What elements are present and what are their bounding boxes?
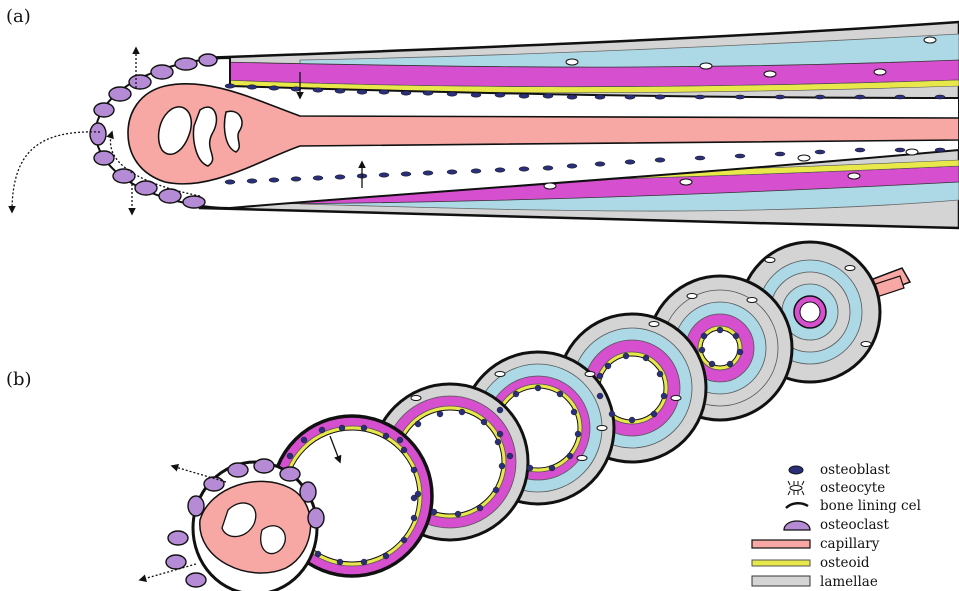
legend-item-osteoclast: osteoclast xyxy=(784,517,889,533)
cutting-cone-longitudinal xyxy=(12,22,959,228)
legend: osteoblast osteocyte bone lining cel ost… xyxy=(752,462,921,590)
osteocyte-icon xyxy=(788,481,804,495)
lamellae-swatch xyxy=(752,576,810,586)
legend-item-osteocyte: osteocyte xyxy=(788,480,885,496)
legend-label-osteoclast: osteoclast xyxy=(820,517,889,533)
legend-item-capillary: capillary xyxy=(752,536,880,552)
legend-item-bone-lining-cell: bone lining cel xyxy=(786,498,921,514)
bone-lining-cell-icon xyxy=(786,503,808,508)
legend-item-osteoblast: osteoblast xyxy=(789,462,891,478)
legend-label-osteoid: osteoid xyxy=(820,555,870,571)
capillary-swatch xyxy=(752,540,810,548)
osteoclast-icon xyxy=(784,521,810,530)
legend-item-lamellae: lamellae xyxy=(752,574,878,590)
osteoblast-icon xyxy=(789,466,803,474)
legend-label-osteocyte: osteocyte xyxy=(820,480,885,496)
legend-label-lamellae: lamellae xyxy=(820,574,878,590)
legend-label-bone-lining-cell: bone lining cel xyxy=(820,498,921,514)
legend-label-osteoblast: osteoblast xyxy=(820,462,891,478)
legend-label-capillary: capillary xyxy=(820,536,880,552)
legend-item-osteoid: osteoid xyxy=(752,555,870,571)
cutting-cone-cross-sections xyxy=(140,242,910,591)
osteoid-swatch xyxy=(752,560,810,566)
